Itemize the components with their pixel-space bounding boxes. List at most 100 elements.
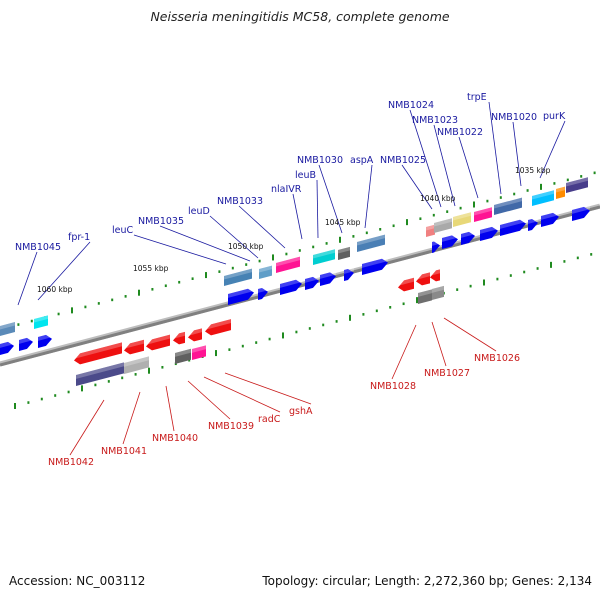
upper-scale-tick bbox=[111, 298, 114, 302]
upper-scale-tick bbox=[124, 295, 127, 298]
forward-gene-arrow-highlight bbox=[305, 275, 319, 283]
upper-scale-tick bbox=[231, 266, 234, 270]
lower-scale-tick bbox=[121, 376, 124, 380]
reverse-gene-label: gshA bbox=[289, 406, 313, 417]
lower-scale-tick bbox=[255, 341, 258, 344]
lower-scale-tick bbox=[228, 348, 231, 351]
lower-scale-tick bbox=[402, 302, 405, 306]
feature-track bbox=[0, 177, 590, 386]
reverse-gene-arrow-highlight bbox=[173, 331, 185, 339]
upper-scale-tick bbox=[580, 175, 583, 178]
scale-label: 1060 kbp bbox=[37, 285, 73, 294]
reverse-leader-line bbox=[431, 321, 447, 367]
reverse-leader-line bbox=[187, 380, 231, 420]
reverse-gene-label: NMB1027 bbox=[424, 368, 470, 379]
reverse-gene-block-highlight bbox=[192, 345, 206, 353]
lower-scale-tick bbox=[563, 260, 566, 263]
upper-scale-tick bbox=[285, 252, 288, 256]
forward-gene-arrow bbox=[541, 212, 559, 227]
upper-scale-tick bbox=[553, 182, 556, 185]
forward-gene-block bbox=[313, 249, 335, 265]
forward-gene-block-highlight bbox=[453, 212, 471, 221]
forward-gene-block bbox=[0, 322, 15, 336]
forward-gene-arrow-highlight bbox=[461, 230, 475, 238]
lower-scale-tick bbox=[308, 327, 311, 330]
forward-gene-label: purK bbox=[543, 111, 566, 122]
reverse-gene-arrow-highlight bbox=[74, 342, 122, 359]
forward-leader-line bbox=[488, 101, 502, 195]
lower-scale-tick bbox=[27, 401, 30, 404]
forward-gene-arrow bbox=[228, 288, 254, 305]
forward-gene-label: nlaIVR bbox=[271, 184, 302, 195]
lower-scale-tick bbox=[496, 277, 499, 281]
reverse-gene-arrow bbox=[430, 269, 440, 282]
reverse-leader-line bbox=[203, 376, 281, 413]
forward-leader-line bbox=[318, 164, 343, 234]
forward-gene-block bbox=[566, 177, 588, 193]
lower-scale-tick bbox=[14, 403, 16, 409]
reverse-gene-arrow-highlight bbox=[124, 339, 144, 349]
forward-gene-arrow bbox=[280, 279, 302, 295]
reverse-gene-arrow-highlight bbox=[416, 272, 430, 280]
upper-scale-tick bbox=[459, 206, 462, 210]
forward-gene-label: NMB1024 bbox=[388, 100, 434, 111]
forward-leader-line bbox=[133, 234, 227, 265]
forward-gene-arrow bbox=[344, 268, 354, 281]
reverse-gene-block-highlight bbox=[418, 289, 432, 297]
lower-scale-tick bbox=[40, 397, 43, 401]
scale-label: 1055 kbp bbox=[133, 264, 169, 273]
genome-summary-text: Topology: circular; Length: 2,272,360 bp… bbox=[262, 574, 592, 588]
forward-leader-line bbox=[316, 179, 319, 239]
reverse-leader-line bbox=[69, 399, 105, 456]
forward-gene-arrow-highlight bbox=[38, 333, 52, 341]
forward-gene-arrow-highlight bbox=[432, 239, 440, 246]
reverse-gene-arrow bbox=[205, 319, 231, 336]
lower-scale-tick bbox=[416, 297, 418, 304]
reverse-gene-label: NMB1041 bbox=[101, 446, 147, 457]
lower-scale-tick bbox=[241, 344, 244, 348]
upper-scale-tick bbox=[365, 231, 368, 235]
lower-scale-tick bbox=[148, 367, 150, 374]
forward-gene-arrow bbox=[0, 341, 14, 355]
lower-scale-tick bbox=[335, 320, 338, 323]
reverse-leader-line bbox=[165, 385, 175, 432]
forward-leader-line bbox=[433, 124, 456, 207]
forward-gene-label: NMB1023 bbox=[412, 115, 458, 126]
reverse-gene-arrow bbox=[173, 331, 185, 345]
reverse-gene-block-highlight bbox=[175, 348, 191, 357]
forward-gene-block-highlight bbox=[532, 190, 554, 200]
forward-gene-arrow-highlight bbox=[541, 211, 559, 220]
forward-leader-line bbox=[364, 164, 373, 229]
forward-gene-arrow bbox=[572, 206, 590, 221]
forward-gene-block-highlight bbox=[259, 265, 272, 273]
forward-leader-line bbox=[539, 120, 566, 179]
reverse-leader-line bbox=[443, 317, 497, 352]
upper-scale-tick bbox=[419, 217, 422, 221]
reverse-gene-block-highlight bbox=[76, 362, 124, 379]
forward-gene-label: NMB1045 bbox=[15, 242, 61, 253]
reverse-gene-arrow bbox=[398, 277, 414, 292]
forward-gene-block-highlight bbox=[0, 322, 15, 330]
reverse-leader-line bbox=[391, 324, 417, 380]
lower-scale-tick bbox=[94, 383, 97, 387]
upper-scale-tick bbox=[178, 280, 181, 284]
reverse-gene-arrow-highlight bbox=[205, 319, 231, 330]
forward-gene-block-highlight bbox=[34, 315, 48, 323]
forward-leader-line bbox=[409, 109, 442, 208]
forward-gene-arrow-highlight bbox=[19, 336, 33, 344]
upper-scale-tick bbox=[486, 199, 489, 203]
forward-gene-block-highlight bbox=[426, 224, 435, 231]
lower-scale-tick bbox=[107, 380, 110, 383]
upper-scale-tick bbox=[30, 319, 33, 323]
forward-leader-line bbox=[292, 193, 303, 240]
forward-gene-arrow-highlight bbox=[320, 270, 336, 279]
lower-scale-tick bbox=[282, 332, 284, 339]
reverse-gene-label: NMB1026 bbox=[474, 353, 520, 364]
upper-scale-tick bbox=[245, 263, 248, 266]
reverse-gene-block bbox=[432, 285, 444, 300]
upper-scale-tick bbox=[432, 213, 435, 217]
reverse-gene-label: NMB1028 bbox=[370, 381, 416, 392]
forward-leader-line bbox=[458, 136, 479, 199]
